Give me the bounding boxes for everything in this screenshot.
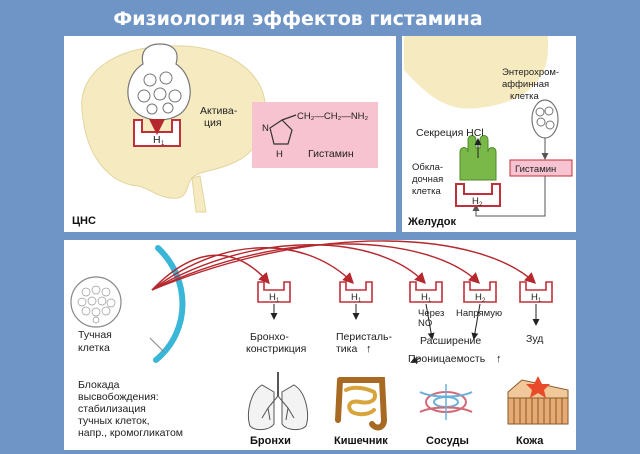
vesicle-icon xyxy=(162,102,174,114)
stomach-panel: Энтерохром- аффинная клетка Гистамин Сек… xyxy=(402,36,576,232)
lungs-icon xyxy=(248,372,308,431)
direct-label: Напрямую xyxy=(456,308,502,319)
vessels-icon xyxy=(419,384,473,420)
histamine-name: Гистамин xyxy=(308,148,354,160)
granule-icon xyxy=(545,120,555,130)
via-no-1: Через xyxy=(418,308,444,319)
svg-text:2: 2 xyxy=(482,298,486,304)
vesicle-icon xyxy=(159,71,173,85)
stomach-h2-receptor xyxy=(455,183,501,207)
permeability-up-arrow: ↑ xyxy=(496,353,502,365)
peristalsis-2: тика xyxy=(336,343,357,355)
vesicle-icon xyxy=(168,89,182,103)
peristalsis-up-arrow: ↑ xyxy=(366,343,372,355)
receptor-h1-bronchi: H 1 xyxy=(257,281,291,304)
vesicle-icon xyxy=(143,73,157,87)
bronchoconstriction-2: констрикция xyxy=(246,343,306,355)
arrow-permeability xyxy=(410,356,421,363)
mast-label-2: клетка xyxy=(78,342,110,354)
block-text-5: напр., кромогликатом xyxy=(78,427,183,439)
svg-text:1: 1 xyxy=(428,298,432,304)
svg-text:H: H xyxy=(351,292,358,303)
ecl-label-3: клетка xyxy=(510,91,539,102)
svg-text:1: 1 xyxy=(538,298,542,304)
activation-label-2: ция xyxy=(204,117,222,129)
membrane-pointer xyxy=(149,337,165,353)
histamine-n: N xyxy=(262,123,269,134)
organ-label-bronchi: Бронхи xyxy=(250,435,291,447)
effects-panel: Тучная клетка H 1 H 1 H 1 H 2 xyxy=(64,240,576,450)
parietal-label-1: Обкла- xyxy=(412,162,443,173)
skin-icon xyxy=(507,376,569,425)
stomach-shape xyxy=(404,36,548,109)
activation-label-1: Актива- xyxy=(200,105,238,117)
organ-label-intestine: Кишечник xyxy=(334,435,388,447)
vesicle-icon xyxy=(153,87,167,101)
side-chain-bond xyxy=(281,114,297,121)
block-text-3: стабилизация xyxy=(78,403,146,415)
arc-to-skin xyxy=(151,240,537,291)
receptor-h1-skin: H 1 xyxy=(519,281,553,304)
histamine-h: H xyxy=(276,149,283,160)
stomach-label: Желудок xyxy=(407,216,456,228)
intestine-icon xyxy=(335,377,388,431)
ecl-cell xyxy=(531,99,559,139)
parietal-label-3: клетка xyxy=(412,186,441,197)
organ-label-vessels: Сосуды xyxy=(426,435,469,447)
arc-to-vessels-h2 xyxy=(151,243,481,291)
bronchoconstriction-1: Бронхо- xyxy=(250,331,289,343)
ecl-label-1: Энтерохром- xyxy=(502,67,559,78)
dilation-label: Расширение xyxy=(420,335,481,347)
via-no-2: NO xyxy=(418,318,432,329)
organ-label-skin: Кожа xyxy=(516,435,544,447)
histamine-formula: CH₂—CH₂—NH₂ xyxy=(297,111,369,122)
granule-icon xyxy=(536,117,546,127)
block-text-2: высвобождения: xyxy=(78,391,159,403)
stomach-histamine-box xyxy=(509,159,573,177)
vesicle-icon xyxy=(146,103,158,115)
receptor-h1-vessels: H 1 xyxy=(409,281,443,304)
itch-label: Зуд xyxy=(526,333,543,345)
block-text-4: тучных клеток, xyxy=(78,415,150,427)
ecl-label-2: аффинная xyxy=(502,79,549,90)
mast-label-1: Тучная xyxy=(78,329,112,341)
svg-text:1: 1 xyxy=(358,298,362,304)
stomach-receptor-label: H xyxy=(472,196,479,207)
cns-label: ЦНС xyxy=(72,215,96,227)
receptor-h1-intestine: H 1 xyxy=(339,281,373,304)
mast-cell-granules xyxy=(77,285,116,324)
svg-text:H: H xyxy=(269,292,276,303)
svg-text:H: H xyxy=(531,292,538,303)
page-title: Физиология эффектов гистамина xyxy=(113,8,482,30)
histamine-box xyxy=(252,102,378,168)
cns-receptor-sub: 1 xyxy=(161,141,165,147)
stabilization-membrane xyxy=(153,245,186,363)
svg-text:H: H xyxy=(421,292,428,303)
histamine-structure: CH₂—CH₂—NH₂ N H Гистамин xyxy=(252,102,378,168)
secretion-label: Секреция HCl xyxy=(416,127,484,139)
block-text-1: Блокада xyxy=(78,379,120,391)
svg-text:H: H xyxy=(475,292,482,303)
cns-receptor-label: H xyxy=(153,134,161,146)
svg-text:1: 1 xyxy=(276,298,280,304)
effects-panel-bg xyxy=(64,240,576,450)
granule-icon xyxy=(535,107,545,117)
peristalsis-1: Перисталь- xyxy=(336,331,392,343)
permeability-label: Проницаемость xyxy=(408,353,486,365)
brain-stem xyxy=(191,175,207,213)
imidazole-ring xyxy=(269,119,293,145)
granule-icon xyxy=(544,106,554,116)
receptor-h2-vessels: H 2 xyxy=(463,281,497,304)
stomach-histamine-label: Гистамин xyxy=(515,164,556,175)
vesicle-icon xyxy=(137,89,151,103)
histamine-to-h2-path xyxy=(472,176,546,217)
arrow-vessels-h1 xyxy=(425,303,435,340)
stomach-receptor-sub: 2 xyxy=(479,202,483,208)
arrow-vessels-h2 xyxy=(471,303,481,340)
parietal-label-2: дочная xyxy=(412,174,443,185)
